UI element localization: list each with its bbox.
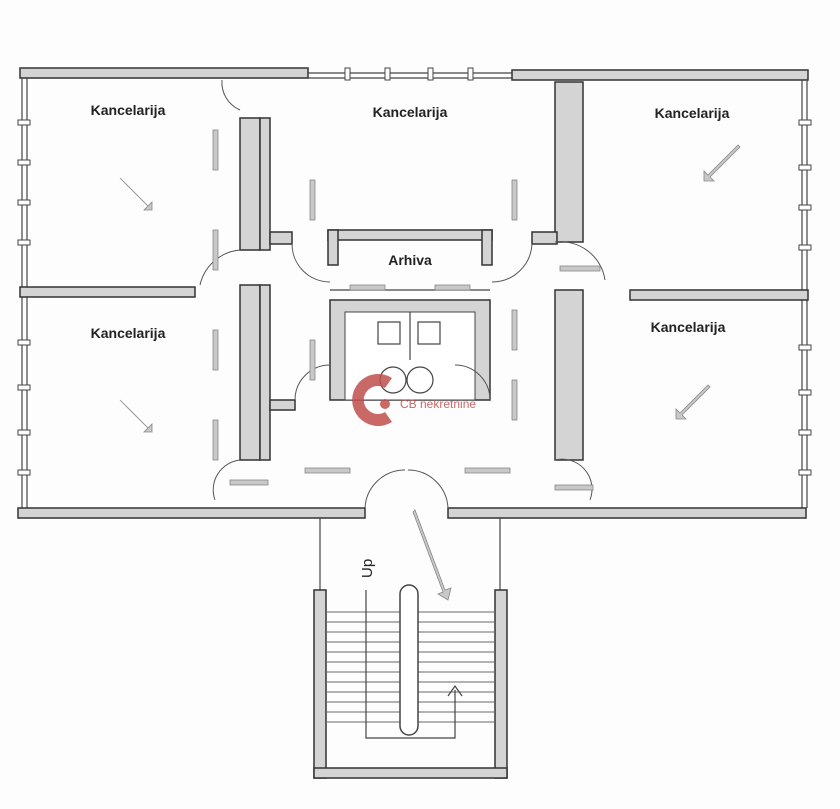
staircase: Up xyxy=(313,518,508,779)
watermark-logo: CB nekretnine xyxy=(352,374,476,426)
room-label-office: Kancelarija xyxy=(655,105,730,121)
outer-walls xyxy=(17,67,809,519)
room-label-office: Kancelarija xyxy=(91,102,166,118)
room-label-office: Kancelarija xyxy=(91,325,166,341)
stairs-up-label: Up xyxy=(359,559,376,578)
room-label-office: Kancelarija xyxy=(373,104,448,120)
evacuation-arrows xyxy=(119,129,741,601)
wc-block xyxy=(329,299,491,401)
side-windows xyxy=(17,119,812,476)
watermark-text: CB nekretnine xyxy=(400,397,476,411)
room-label-archive: Arhiva xyxy=(388,252,432,268)
room-label-office: Kancelarija xyxy=(651,319,726,335)
room-labels: Kancelarija Kancelarija Kancelarija Kanc… xyxy=(91,102,730,341)
